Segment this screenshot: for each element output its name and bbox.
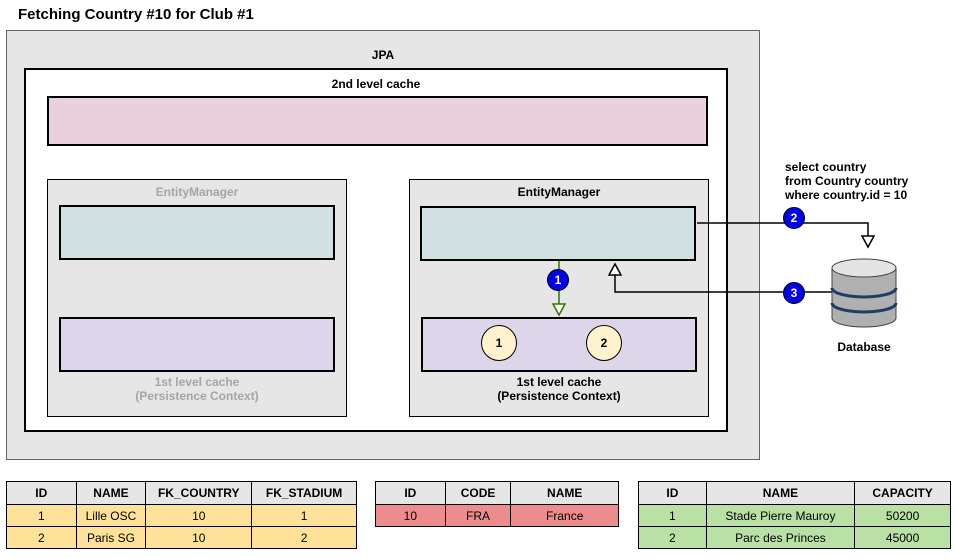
sql-line-1: select country [785, 160, 867, 174]
table-cell: 45000 [854, 526, 951, 549]
entity-club-1: 1 [481, 325, 517, 361]
table-cell: 1 [6, 504, 77, 527]
table-row: 2 Paris SG 10 2 [6, 526, 357, 549]
persistence-context-right [421, 317, 697, 372]
table-header-row: ID CODE NAME [375, 481, 619, 505]
step-1-badge: 1 [547, 269, 569, 291]
second-level-cache [47, 96, 708, 146]
table-cell: 10 [145, 504, 253, 527]
table-row: 10 FRA France [375, 504, 619, 527]
persistence-context-left-label-line2: (Persistence Context) [135, 389, 259, 403]
table-cell: 10 [145, 526, 253, 549]
table-row: 1 Lille OSC 10 1 [6, 504, 357, 527]
jpa-label: JPA [371, 48, 395, 62]
table-cell: FRA [444, 504, 512, 527]
column-header: ID [6, 481, 77, 505]
persistence-context-left-label: 1st level cache (Persistence Context) [47, 375, 347, 403]
database-icon [830, 258, 898, 328]
country-table: ID CODE NAME 10 FRA France [375, 481, 619, 527]
table-cell: 2 [638, 526, 707, 549]
persistence-context-right-label: 1st level cache (Persistence Context) [409, 375, 709, 403]
persistence-context-left-label-line1: 1st level cache [154, 375, 240, 389]
arrow-em-to-database [697, 222, 876, 249]
club-table: ID NAME FK_COUNTRY FK_STADIUM 1 Lille OS… [6, 481, 357, 549]
column-header: CODE [444, 481, 512, 505]
table-row: 2 Parc des Princes 45000 [638, 526, 951, 549]
table-cell: 1 [638, 504, 707, 527]
step-2-badge: 2 [783, 207, 805, 229]
stadium-table: ID NAME CAPACITY 1 Stade Pierre Mauroy 5… [638, 481, 951, 549]
persistence-context-left [59, 317, 335, 372]
column-header: FK_COUNTRY [145, 481, 253, 505]
entity-manager-left-label: EntityManager [155, 185, 239, 199]
column-header: FK_STADIUM [251, 481, 357, 505]
column-header: CAPACITY [854, 481, 951, 505]
arrow-database-to-em [607, 262, 833, 293]
table-cell: Stade Pierre Mauroy [705, 504, 856, 527]
table-row: 1 Stade Pierre Mauroy 50200 [638, 504, 951, 527]
entity-manager-right-block [420, 206, 696, 261]
entity-manager-left-block [59, 205, 335, 260]
entity-club-2: 2 [586, 325, 622, 361]
persistence-context-right-label-line1: 1st level cache [516, 375, 602, 389]
step-3-badge: 3 [783, 282, 805, 304]
persistence-context-right-label-line2: (Persistence Context) [497, 389, 621, 403]
column-header: NAME [705, 481, 856, 505]
diagram-title: Fetching Country #10 for Club #1 [18, 6, 254, 23]
column-header: ID [375, 481, 446, 505]
database-label: Database [837, 340, 891, 354]
sql-line-2: from Country country [785, 174, 909, 188]
table-cell: Paris SG [75, 526, 147, 549]
column-header: NAME [510, 481, 619, 505]
table-cell: 10 [375, 504, 446, 527]
column-header: ID [638, 481, 707, 505]
second-level-cache-label: 2nd level cache [331, 77, 421, 91]
table-cell: 1 [251, 504, 357, 527]
table-cell: France [510, 504, 619, 527]
table-header-row: ID NAME CAPACITY [638, 481, 951, 505]
entity-manager-right-label: EntityManager [517, 185, 601, 199]
sql-line-3: where country.id = 10 [785, 188, 908, 202]
table-cell: Parc des Princes [705, 526, 856, 549]
table-cell: 2 [251, 526, 357, 549]
table-header-row: ID NAME FK_COUNTRY FK_STADIUM [6, 481, 357, 505]
sql-query: select country from Country country wher… [785, 160, 908, 202]
table-cell: Lille OSC [75, 504, 147, 527]
table-cell: 50200 [854, 504, 951, 527]
table-cell: 2 [6, 526, 77, 549]
column-header: NAME [75, 481, 147, 505]
